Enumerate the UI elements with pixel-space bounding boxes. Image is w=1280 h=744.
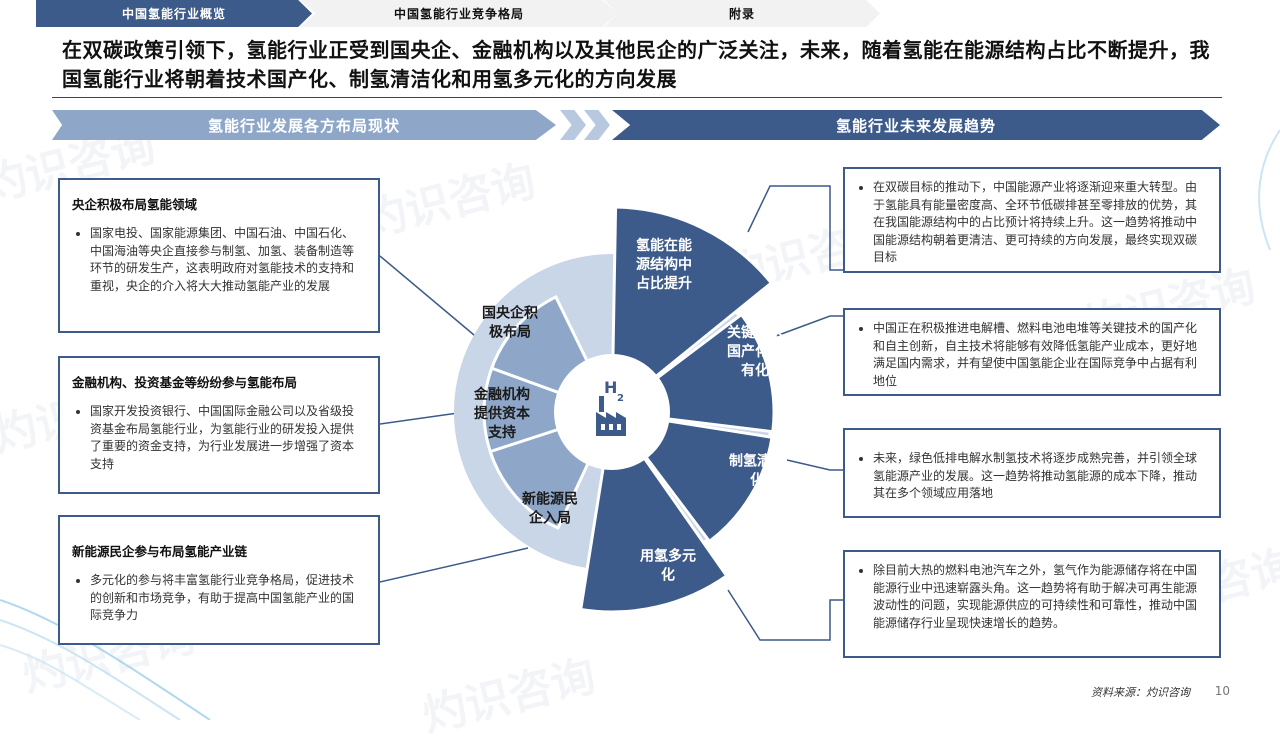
connector-line <box>747 185 843 271</box>
banner-future-trends: 氢能行业未来发展趋势 <box>612 110 1220 140</box>
sector-label: 源结构中 <box>636 256 692 273</box>
tab-competition[interactable]: 中国氢能行业竞争格局 <box>300 0 618 27</box>
h2-label: H <box>604 378 617 397</box>
connector-line <box>786 459 843 471</box>
box-text: 国家电投、国家能源集团、中国石油、中国石化、中国海油等央企直接参与制氢、加氢、装… <box>90 225 364 295</box>
banner-current-layout: 氢能行业发展各方布局现状 <box>52 110 556 140</box>
sector-label: 化 <box>750 472 764 489</box>
sector-label: 极布局 <box>489 324 531 341</box>
connector-line <box>775 315 843 337</box>
sector-label: 国央企积 <box>482 305 538 322</box>
box-text: 国家开发投资银行、中国国际金融公司以及省级投资基金布局氢能行业，为氢能行业的研发… <box>90 403 364 473</box>
left-box-private: 新能源民企参与布局氢能产业链 多元化的参与将丰富氢能行业竞争格局，促进技术的创新… <box>58 515 380 645</box>
sector-label: 企入局 <box>528 510 571 527</box>
page-title: 在双碳政策引领下，氢能行业正受到国央企、金融机构以及其他民企的广泛关注，未来，随… <box>62 38 1210 91</box>
box-text: 在双碳目标的推动下，中国能源产业将逐渐迎来重大转型。由于氢能具有能量密度高、全环… <box>873 179 1207 267</box>
box-text: 除目前大热的燃料电池汽车之外，氢气作为能源储存将在中国能源行业中迅速崭露头角。这… <box>873 562 1207 632</box>
h2-subscript: 2 <box>617 393 624 404</box>
decorative-swoosh <box>0 599 211 720</box>
page-number: 10 <box>1214 684 1230 698</box>
sector-label: 金融机构 <box>473 386 530 403</box>
connector-lines <box>379 185 843 641</box>
left-box-soe: 央企积极布局氢能领域 国家电投、国家能源集团、中国石油、中国石化、中国海油等央企… <box>58 178 380 333</box>
sector-label: 提供资本 <box>474 405 531 422</box>
box-text: 多元化的参与将丰富氢能行业竞争格局，促进技术的创新和市场竞争，有助于提高中国氢能… <box>90 572 364 625</box>
left-box-finance: 金融机构、投资基金等纷纷参与氢能布局 国家开发投资银行、中国国际金融公司以及省级… <box>58 356 380 494</box>
box-title: 金融机构、投资基金等纷纷参与氢能布局 <box>72 375 298 390</box>
right-box-diversified-use: 除目前大热的燃料电池汽车之外，氢气作为能源储存将在中国能源行业中迅速崭露头角。这… <box>843 550 1221 658</box>
sector-label: 新能源民 <box>522 491 578 508</box>
sector-label: 氢能在能 <box>636 237 692 254</box>
sector-label: 制氢清洁 <box>729 453 785 470</box>
divider <box>52 97 1222 98</box>
sector-label: 国产化自 <box>727 343 783 360</box>
sector-label: 用氢多元 <box>640 548 696 565</box>
factory-h2-icon: H 2 <box>596 378 626 436</box>
tab-overview[interactable]: 中国氢能行业概览 <box>36 0 312 27</box>
decorative-swoosh <box>1258 130 1280 250</box>
sector-label: 化 <box>661 567 675 584</box>
source-note: 资料来源：灼识咨询 <box>1091 686 1190 699</box>
connector-line <box>379 547 529 583</box>
box-text: 未来，绿色低排电解水制氢技术将逐步成熟完善，并引领全球氢能源产业的发展。这一趋势… <box>873 450 1207 503</box>
center-circle <box>554 354 670 470</box>
sector-label: 占比提升 <box>636 275 692 292</box>
sector-label: 有化 <box>741 362 769 379</box>
box-text: 中国正在积极推进电解槽、燃料电池电堆等关键技术的国产化和自主创新，自主技术将能够… <box>873 320 1207 390</box>
connector-line <box>379 412 459 425</box>
sector-label: 关键技术 <box>727 324 783 341</box>
tab-appendix[interactable]: 附录 <box>604 0 880 27</box>
right-box-clean-production: 未来，绿色低排电解水制氢技术将逐步成熟完善，并引领全球氢能源产业的发展。这一趋势… <box>843 428 1221 518</box>
box-title: 新能源民企参与布局氢能产业链 <box>72 544 248 559</box>
connector-line <box>727 589 843 641</box>
connector-line <box>379 255 481 341</box>
right-box-localization: 中国正在积极推进电解槽、燃料电池电堆等关键技术的国产化和自主创新，自主技术将能够… <box>843 308 1221 396</box>
right-box-energy-share: 在双碳目标的推动下，中国能源产业将逐渐迎来重大转型。由于氢能具有能量密度高、全环… <box>843 167 1221 273</box>
sector-label: 支持 <box>487 424 516 441</box>
box-title: 央企积极布局氢能领域 <box>72 197 198 212</box>
